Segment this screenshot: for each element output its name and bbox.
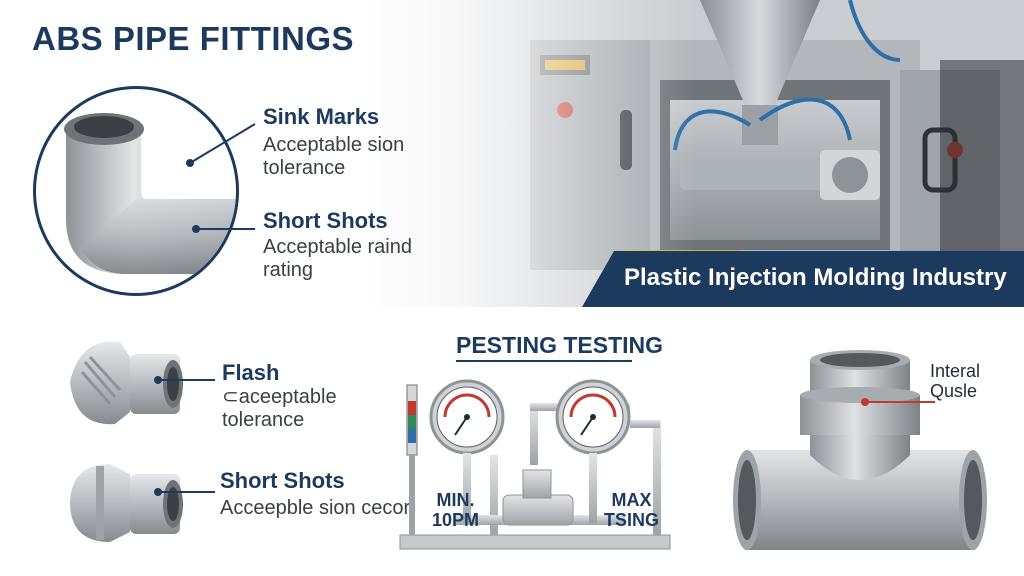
elbow-fitting-image xyxy=(64,113,236,274)
hero-banner: ABS PIPE FITTINGS Sink Marks Acceptable … xyxy=(0,0,1024,307)
defect-desc-sink-marks: Acceptable sion tolerance xyxy=(263,134,405,179)
testing-title-underline xyxy=(456,360,632,362)
pressure-test-rig-image xyxy=(399,379,671,550)
flash-fitting-image xyxy=(70,341,183,425)
short-shots-fitting-image xyxy=(70,464,183,542)
tee-label-line2: Qusle xyxy=(930,381,978,401)
test-label-min-line2: 10PM xyxy=(432,510,480,530)
tee-label-line1: Interal xyxy=(930,361,981,381)
testing-title: PESTING TESTING xyxy=(456,332,664,358)
defect-desc-flash: ⊂aceeptable tolerance xyxy=(222,386,337,431)
elbow-fitting-circle xyxy=(33,86,239,296)
defect-desc-short-shots-2: Acceepble sion cecor xyxy=(220,497,411,519)
tee-fitting-image xyxy=(733,350,987,550)
industry-banner xyxy=(582,251,1024,307)
test-label-max-line1: MAX xyxy=(611,490,652,510)
defect-title-short-shots: Short Shots xyxy=(263,208,388,233)
defect-title-flash: Flash xyxy=(222,360,280,385)
defect-title-short-shots-2: Short Shots xyxy=(220,468,345,493)
page-title: ABS PIPE FITTINGS xyxy=(32,20,355,57)
test-label-min-line1: MIN. xyxy=(436,490,475,510)
test-label-max-line2: TSING xyxy=(604,510,660,530)
defect-title-sink-marks: Sink Marks xyxy=(263,104,380,129)
tee-label: Interal Qusle xyxy=(930,361,980,401)
defect-desc-short-shots: Acceptable raind rating xyxy=(263,236,412,281)
test-label-max: MAX TSING xyxy=(604,490,659,530)
test-label-min: MIN. 10PM xyxy=(432,490,479,530)
industry-banner-text: Plastic Injection Molding Industry xyxy=(624,264,1007,291)
